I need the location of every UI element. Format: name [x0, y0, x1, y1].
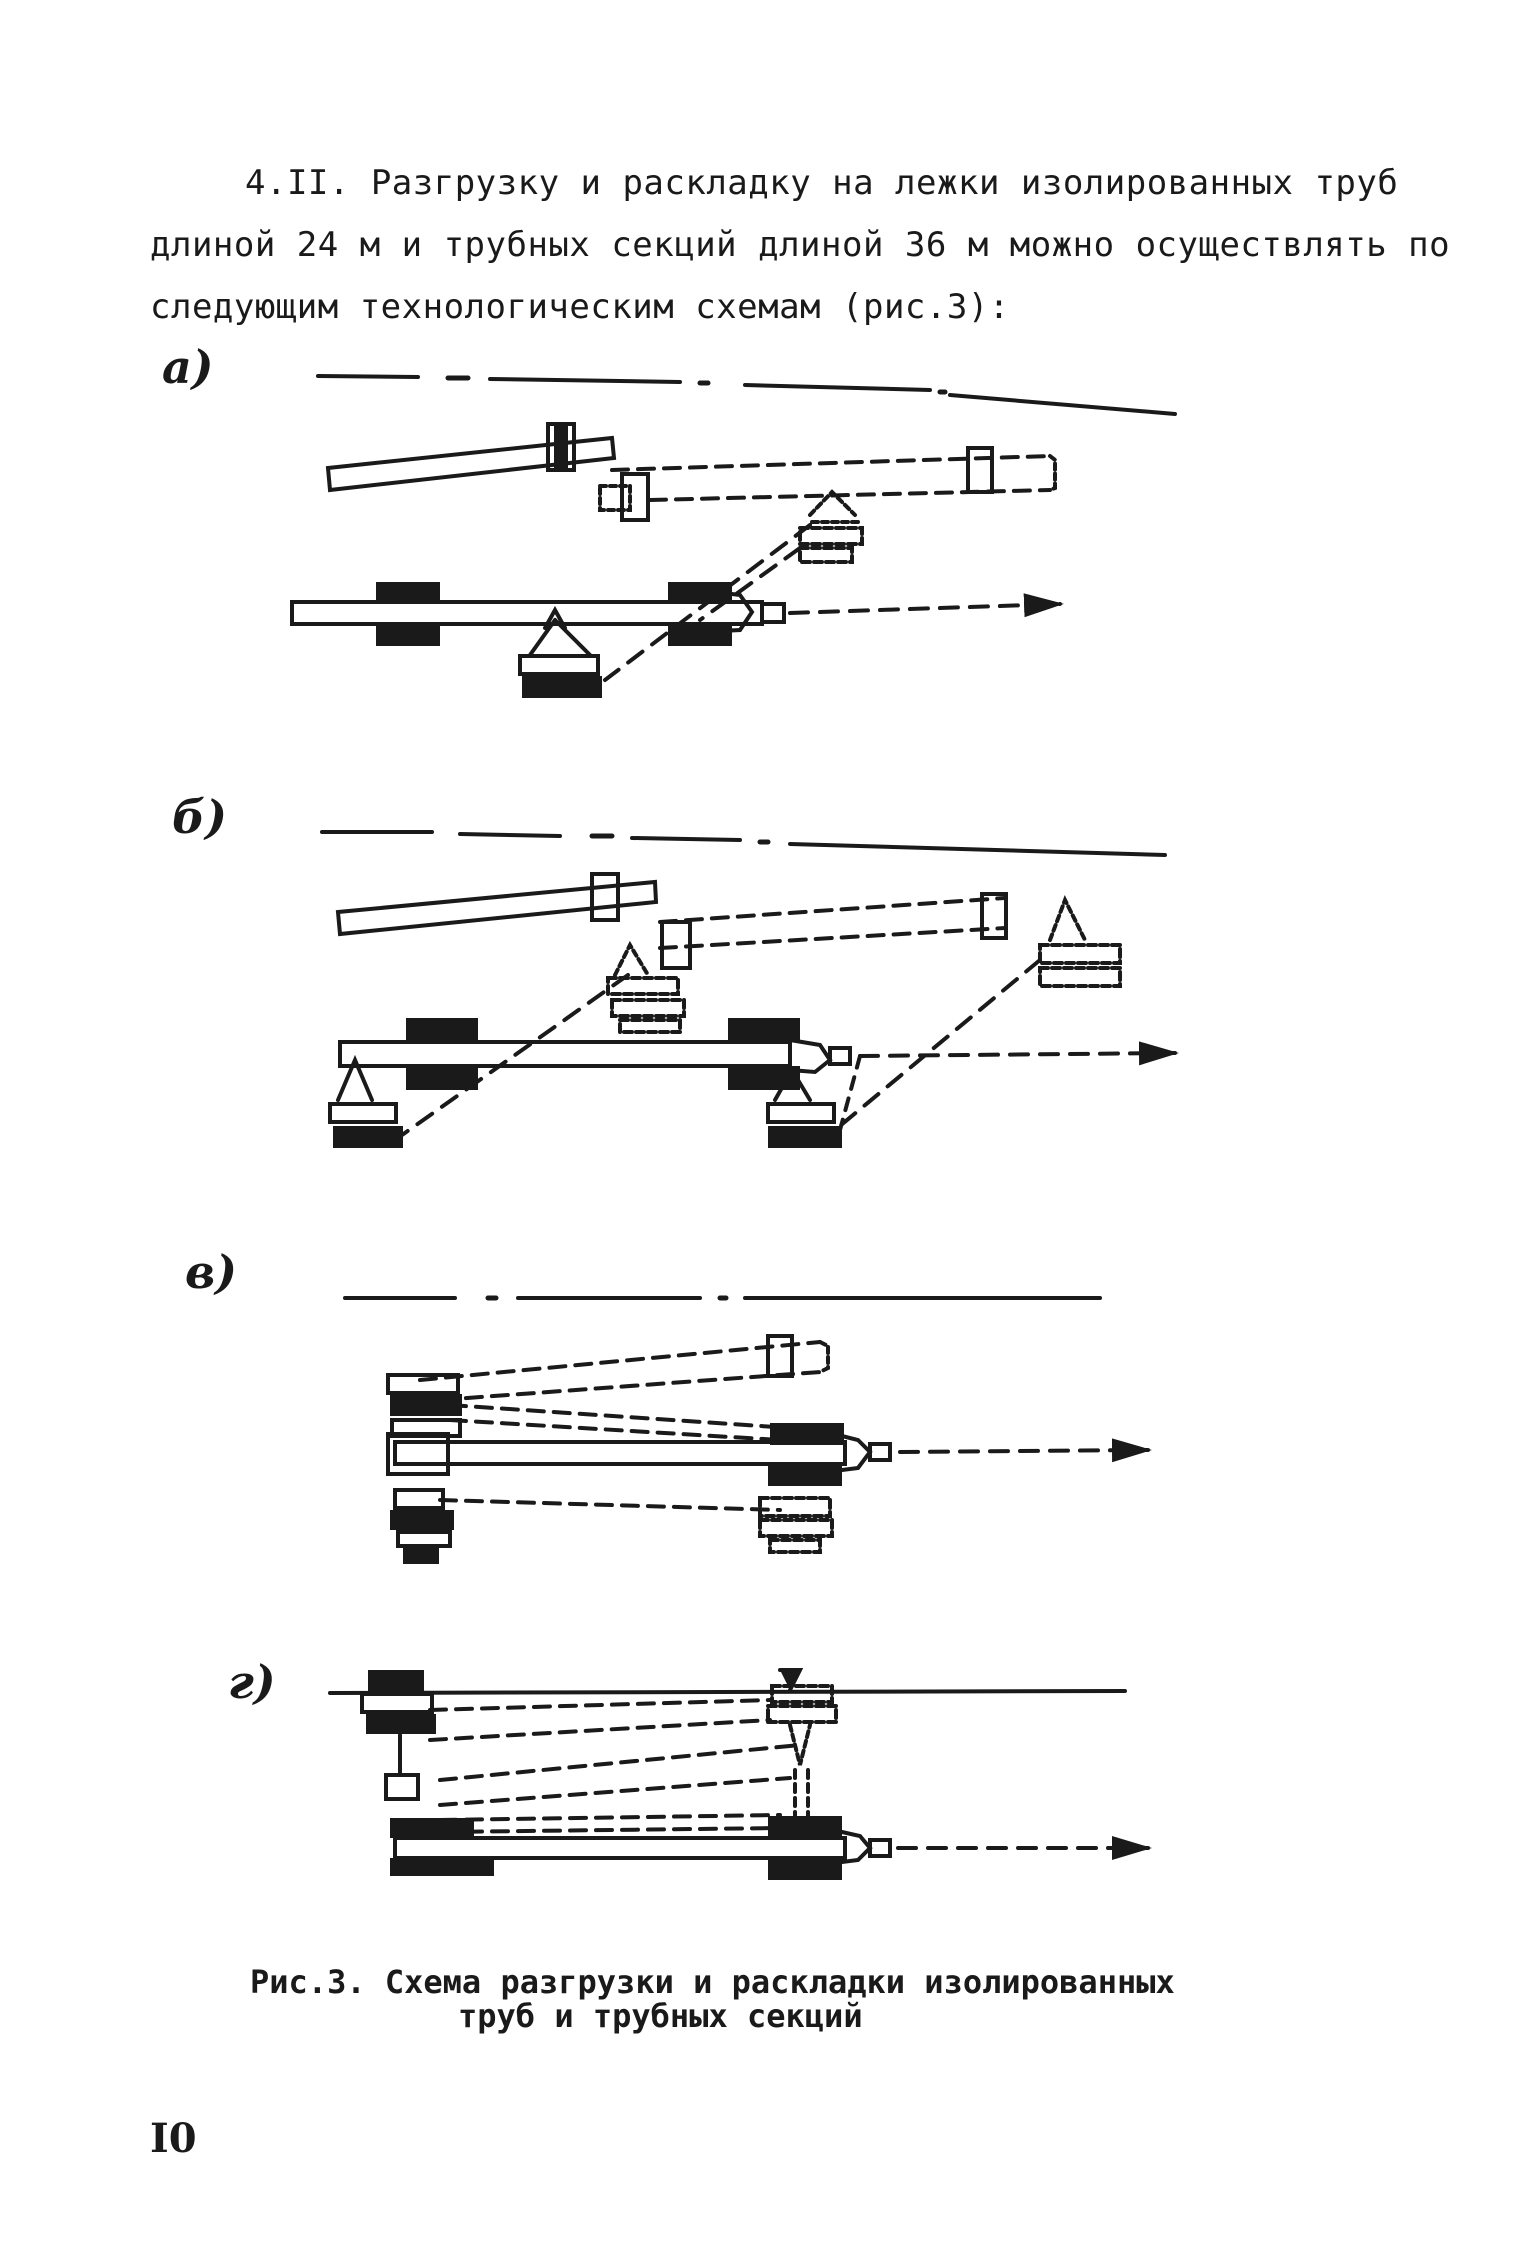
paragraph-line-3: следующим технологическим схемам (рис.3)… [150, 287, 1010, 327]
figure-caption: Рис.3. Схема разгрузки и раскладки изоли… [250, 1965, 1250, 2033]
pipe-carrier-icon [290, 600, 764, 626]
scheme-a-diagram [290, 374, 1177, 698]
scheme-v-diagram [343, 1295, 1152, 1564]
scheme-label-v: в) [185, 1245, 237, 1299]
scheme-g-diagram [328, 1668, 1152, 1880]
page-number: I0 [150, 2115, 197, 2162]
paragraph-line-1: 4.II. Разгрузку и раскладку на лежки изо… [245, 163, 1399, 203]
scheme-b-diagram [320, 830, 1179, 1148]
scheme-label-a: а) [162, 340, 214, 394]
scheme-label-g: г) [228, 1655, 276, 1709]
paragraph-line-2: длиной 24 м и трубных секций длиной 36 м… [150, 225, 1451, 265]
caption-line-2: труб и трубных секций [458, 1997, 863, 2035]
pipe-icon [325, 435, 617, 493]
body-paragraph: 4.II. Разгрузку и раскладку на лежки изо… [150, 152, 1451, 338]
scheme-label-b: б) [172, 790, 227, 844]
caption-line-1: Рис.3. Схема разгрузки и раскладки изоли… [250, 1963, 1175, 2001]
